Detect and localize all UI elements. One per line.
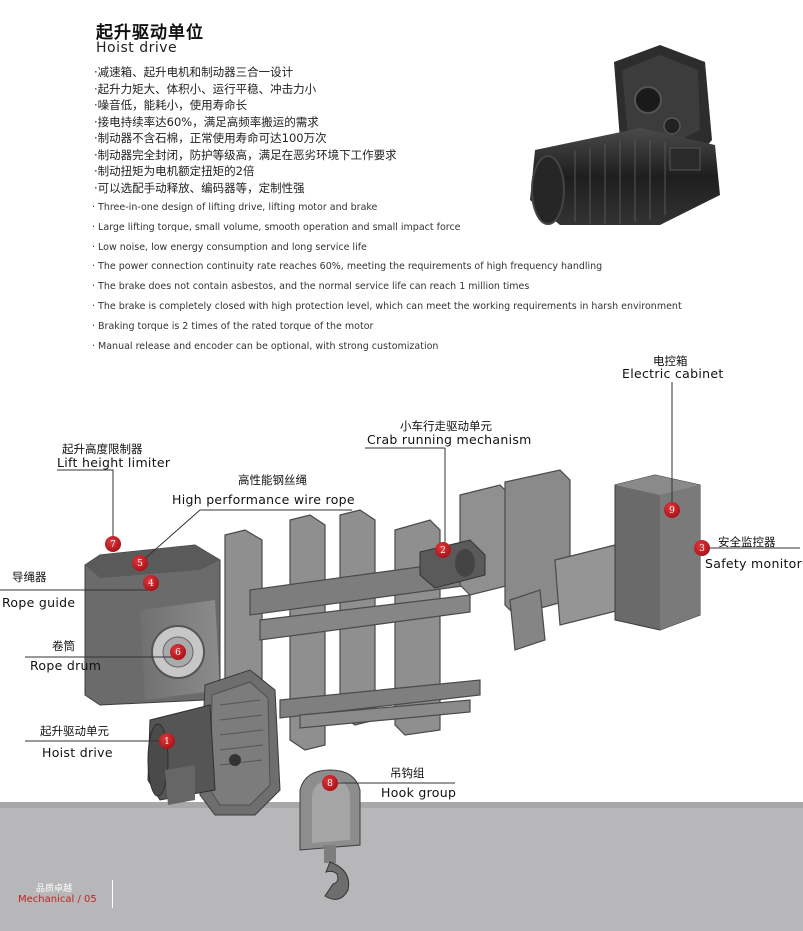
label-rope-drum-cn: 卷筒 bbox=[52, 639, 75, 653]
label-safety-monitor-en: Safety monitor bbox=[705, 556, 803, 571]
rope-drum-housing bbox=[84, 544, 221, 706]
electric-cabinet-box bbox=[614, 474, 701, 631]
floor-band bbox=[0, 802, 803, 931]
feature-en-item: · Manual release and encoder can be opti… bbox=[92, 340, 439, 352]
footer-page-label: Mechanical / 05 bbox=[18, 894, 97, 905]
badge-9: 9 bbox=[669, 506, 675, 516]
feature-en-item: · Large lifting torque, small volume, sm… bbox=[92, 221, 461, 233]
feature-cn-item: ·减速箱、起升电机和制动器三合一设计 bbox=[94, 65, 294, 79]
badge-numbers: 9 2 3 4 5 6 7 8 1 bbox=[110, 506, 705, 789]
feature-list-cn: ·减速箱、起升电机和制动器三合一设计 ·起升力矩大、体积小、运行平稳、冲击力小 … bbox=[94, 64, 397, 196]
label-rope-guide-en: Rope guide bbox=[2, 595, 76, 610]
footer-slogan: 品质卓越 bbox=[36, 884, 73, 894]
label-lift-limiter-cn: 起升高度限制器 bbox=[62, 442, 143, 456]
feature-cn-item: ·起升力矩大、体积小、运行平稳、冲击力小 bbox=[94, 81, 317, 96]
feature-list-en: · Three-in-one design of lifting drive, … bbox=[92, 198, 682, 356]
floor-edge bbox=[0, 802, 803, 808]
leader-lines bbox=[0, 382, 800, 784]
badge-4: 4 bbox=[148, 579, 154, 589]
label-rope-guide-cn: 导绳器 bbox=[12, 570, 47, 584]
feature-cn-item: ·制动器不含石棉，正常使用寿命可达100万次 bbox=[94, 131, 327, 145]
hoist-drive-unit bbox=[147, 669, 281, 816]
label-wire-rope-en: High performance wire rope bbox=[172, 492, 355, 507]
label-safety-monitor-cn: 安全监控器 bbox=[718, 535, 776, 549]
badge-6: 6 bbox=[175, 648, 181, 658]
badge-8: 8 bbox=[327, 779, 333, 789]
feature-cn-item: ·制动器完全封闭，防护等级高，满足在恶劣环境下工作要求 bbox=[94, 147, 397, 162]
badge-2: 2 bbox=[440, 546, 446, 556]
feature-cn-item: ·噪音低，能耗小，使用寿命长 bbox=[94, 98, 248, 112]
label-electric-cabinet-cn: 电控箱 bbox=[653, 354, 688, 368]
feature-en-item: · Braking torque is 2 times of the rated… bbox=[92, 320, 374, 332]
feature-en-item: · Low noise, low energy consumption and … bbox=[92, 241, 367, 253]
label-crab-running-cn: 小车行走驱动单元 bbox=[400, 419, 492, 433]
feature-cn-item: ·可以选配手动释放、编码器等，定制性强 bbox=[94, 180, 305, 195]
label-hook-group-en: Hook group bbox=[381, 785, 457, 800]
label-hoist-drive-en: Hoist drive bbox=[42, 745, 113, 760]
label-rope-drum-en: Rope drum bbox=[30, 658, 102, 673]
label-lift-limiter-en: Lift height limiter bbox=[57, 455, 171, 470]
badges bbox=[105, 502, 710, 791]
label-crab-running-en: Crab running mechanism bbox=[367, 432, 532, 447]
label-hoist-drive-cn: 起升驱动单元 bbox=[40, 724, 109, 738]
page-title-en: Hoist drive bbox=[96, 40, 178, 56]
label-hook-group-cn: 吊钩组 bbox=[390, 766, 425, 780]
hoist-drive-motor-photo bbox=[530, 45, 720, 225]
badge-7: 7 bbox=[110, 540, 116, 550]
hook-group bbox=[299, 769, 361, 900]
badge-3: 3 bbox=[699, 544, 705, 554]
feature-en-item: · Three-in-one design of lifting drive, … bbox=[92, 202, 378, 213]
crab-frame bbox=[224, 469, 621, 766]
feature-en-item: · The power connection continuity rate r… bbox=[92, 261, 603, 273]
feature-en-item: · The brake is completely closed with hi… bbox=[92, 300, 682, 312]
label-wire-rope-cn: 高性能钢丝绳 bbox=[238, 473, 307, 487]
label-electric-cabinet-en: Electric cabinet bbox=[622, 366, 724, 381]
feature-cn-item: ·接电持续率达60%，满足高频率搬运的需求 bbox=[94, 114, 319, 129]
badge-5: 5 bbox=[137, 559, 143, 569]
badge-1: 1 bbox=[164, 737, 170, 747]
footer-divider bbox=[112, 880, 113, 908]
page-title-cn: 起升驱动单位 bbox=[96, 23, 204, 43]
feature-en-item: · The brake does not contain asbestos, a… bbox=[92, 281, 530, 293]
feature-cn-item: ·制动扭矩为电机额定扭矩的2倍 bbox=[94, 164, 255, 178]
